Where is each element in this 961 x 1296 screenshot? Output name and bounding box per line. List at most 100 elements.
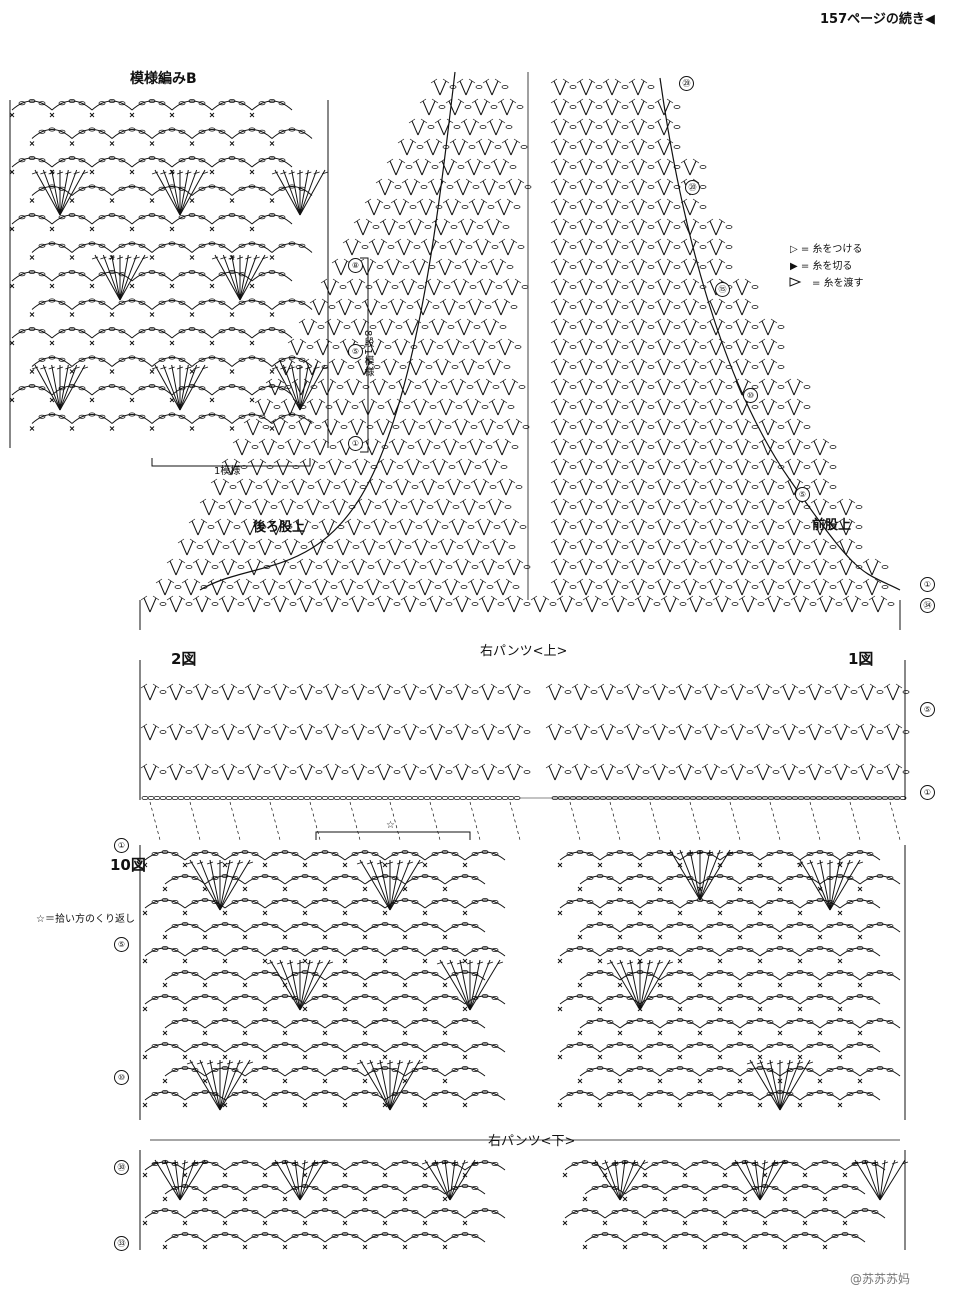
front-crotch-row-bar [588,138,596,144]
back-crotch-row-bar [329,498,337,504]
front-crotch-row-chain [621,305,629,309]
back-crotch-row-v [438,460,446,476]
pants-top-right-row-v [684,765,692,781]
back-crotch-row-bar [193,578,201,584]
pants-top-left-row-bar [192,763,200,769]
back-crotch-row-v [510,140,518,156]
back-crotch-row-bar [358,398,366,404]
front-crotch-row-bar [718,238,726,244]
back-crotch-row-v [299,560,307,576]
back-crotch-row-chain [321,365,329,369]
lower-fan-stitch [699,849,711,901]
pants-top-left-row-bar [244,683,252,689]
front-crotch-row-chain [647,225,655,229]
front-crotch-row-v [689,500,697,516]
back-crotch-row-v [422,300,430,316]
front-crotch-row-v [611,160,619,176]
back-crotch-row-bar [509,98,517,104]
front-crotch-row-chain [647,105,655,109]
pattern-b-fan-bar [31,366,39,370]
back-crotch-row-v [498,340,506,356]
front-crotch-row-bar [770,558,778,564]
back-crotch-row-bar [457,98,465,104]
back-crotch-row-bar [436,278,444,284]
foundation-chain [357,796,365,801]
crotch-base-row-v [767,597,775,613]
pants-top-left-row-bar [270,683,278,689]
front-crotch-row-v [663,480,671,496]
front-crotch-row-chain [777,505,785,509]
front-crotch-row-v [715,400,723,416]
back-crotch-row-chain [304,585,312,589]
front-crotch-row-bar [654,418,662,424]
back-crotch-row-bar [473,378,481,384]
lower-fan-stitch [389,1059,421,1111]
back-crotch-row-v [435,360,443,376]
lower-right-arch-row-sc [757,862,763,868]
back-crotch-row-bar [514,278,522,284]
back-crotch-row-bar [333,538,341,544]
crotch-base-row-bar [712,595,720,601]
lower-left-arch-row-chain [311,1068,319,1073]
front-crotch-row-bar [550,458,558,464]
pants-top-right-row-v [600,725,608,741]
back-crotch-row-v [489,120,497,136]
front-crotch-row-bar [588,198,596,204]
pants-top-left-row-bar [516,763,524,769]
pattern-b-arch-row-chain [178,357,186,362]
back-crotch-row-v [221,560,229,576]
front-crotch-row-bar [628,358,636,364]
bottom-right-arch-row-sc [582,1196,588,1202]
back-crotch-row-chain [445,565,453,569]
crotch-base-row-v [877,597,885,613]
bottom-fan-stitch [604,1159,621,1201]
crotch-base-row-chain [887,602,895,606]
lower-right-arch-row-chain [586,900,594,905]
lower-right-arch-row-chain [746,972,754,977]
front-crotch-row-v [637,520,645,536]
back-crotch-row-bar [240,518,248,524]
back-crotch-row-v [325,560,333,576]
back-crotch-row-v [487,360,495,376]
pattern-b-fan-stitch [42,364,61,411]
lower-right-arch-row-chain [686,1044,694,1049]
lower-fan-stitch [679,849,701,901]
pattern-b-fan-bar [201,366,209,370]
pattern-b-arch-row-chain [198,357,206,362]
back-crotch-row-v [377,240,385,256]
lower-left-arch-row-sc [222,910,228,916]
pattern-b-arch-row-chain [58,386,66,391]
front-crotch-row-chain [829,505,837,509]
bottom-right-arch-row-chain [611,1210,619,1215]
front-crotch-row-bar [718,458,726,464]
lower-right-arch-row-chain [766,1068,774,1073]
back-crotch-row-chain [300,545,308,549]
front-crotch-row-bar [770,518,778,524]
crotch-base-row-v [383,597,391,613]
lower-fan-bar [236,861,244,865]
crotch-base-row-bar [464,595,472,601]
back-crotch-row-chain [499,325,507,329]
bottom-right-arch-row-chain [731,1186,739,1191]
back-crotch-row-bar [380,358,388,364]
back-crotch-row-chain [460,585,468,589]
back-crotch-row-chain [465,245,473,249]
front-crotch-row-v [767,400,775,416]
front-crotch-row-chain [595,465,603,469]
front-crotch-row-bar [822,518,830,524]
front-crotch-row-v [559,400,567,416]
lower-left-arch-row-chain [251,996,259,1001]
front-crotch-row-chain [699,225,707,229]
back-crotch-row-v [217,520,225,536]
crotch-base-row-v [429,597,437,613]
front-crotch-row-v [559,500,567,516]
back-crotch-row-bar [278,518,286,524]
pants-top-left-row-v [409,685,417,701]
back-crotch-row-v [392,260,400,276]
back-crotch-row-v [290,540,298,556]
back-crotch-row-bar [307,538,315,544]
back-crotch-row-bar [383,258,391,264]
pattern-b-arch-row-chain [158,272,166,277]
back-crotch-row-v [502,580,510,596]
pattern-b-arch-row-chain [138,414,146,419]
